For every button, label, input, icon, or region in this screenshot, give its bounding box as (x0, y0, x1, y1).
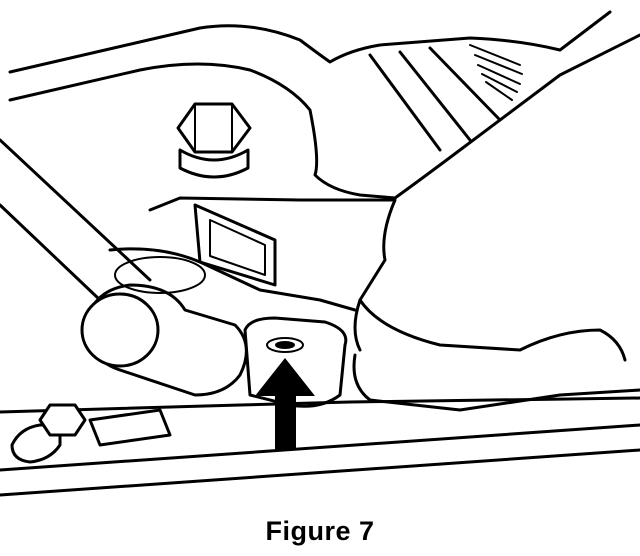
base-plate-bottom (0, 423, 640, 472)
left-clip (88, 408, 172, 447)
upper-frame-outline (8, 10, 612, 74)
pad-slot-hole (275, 341, 295, 349)
left-nut (38, 403, 87, 437)
mechanical-illustration (0, 10, 640, 497)
central-housing (148, 196, 397, 352)
rod-housing (368, 46, 502, 152)
bracket-right-edge (393, 33, 640, 200)
diagonal-lever (0, 138, 152, 302)
threaded-rod (469, 44, 523, 101)
inner-panel-detail (209, 219, 266, 276)
washer (114, 256, 206, 294)
housing-lower (108, 247, 357, 312)
pad-slot (266, 337, 304, 353)
hex-bolt-icon (176, 102, 252, 179)
right-cover (358, 298, 627, 362)
up-arrow-icon (255, 358, 315, 450)
base-plate-edge (0, 448, 640, 497)
upper-frame-lower-edge (8, 62, 397, 200)
lever-pivot (80, 292, 160, 368)
inner-panel (193, 203, 277, 287)
figure-caption: Figure 7 (265, 516, 375, 546)
right-cover-lower (352, 353, 640, 412)
